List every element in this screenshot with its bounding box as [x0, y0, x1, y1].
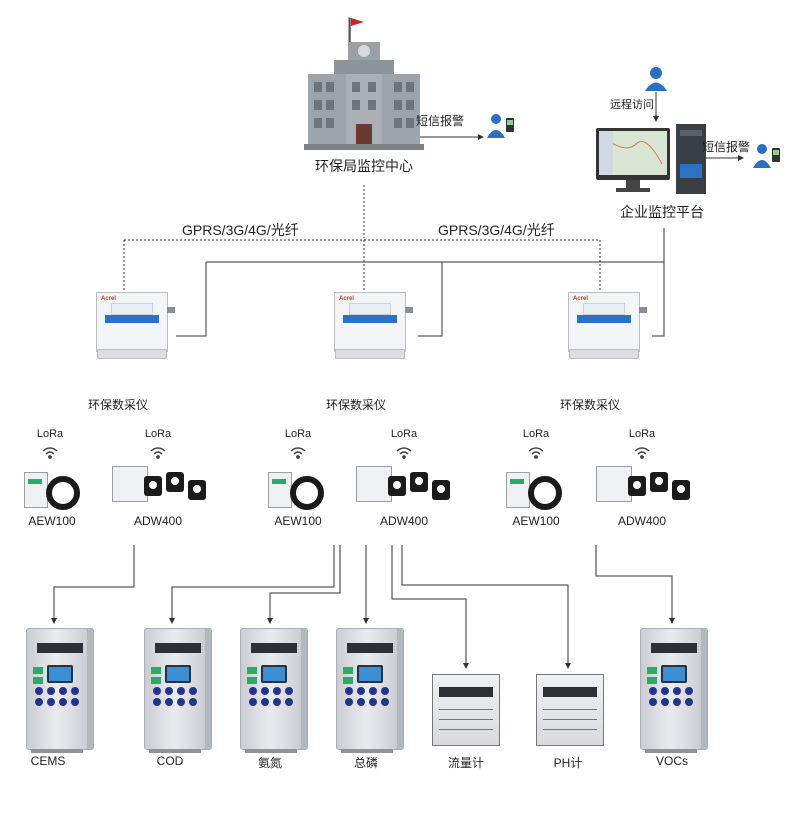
solid-network-line: [176, 228, 665, 337]
adw400-meter: [112, 466, 148, 502]
ct-sensor: [650, 472, 668, 492]
data-collector-device: Acrel: [568, 292, 647, 359]
device-label: 总磷: [353, 756, 379, 770]
dotted-network-line: [123, 185, 601, 290]
adw400-meter: [596, 466, 632, 502]
wifi-icon: [528, 447, 544, 459]
epb-building-icon: [304, 17, 424, 150]
vocs-cabinet: [640, 628, 708, 753]
person-phone-icon: [487, 114, 514, 138]
ct-sensor: [388, 476, 406, 496]
ct-ring: [290, 476, 324, 510]
wifi-icons: [42, 447, 650, 459]
device-label: VOCs: [655, 754, 689, 768]
ammonia-nitrogen-cabinet: [240, 628, 308, 753]
sms-alarm-label: 短信报警: [702, 140, 751, 154]
network-label: GPRS/3G/4G/光纤: [438, 222, 555, 238]
data-collector-device: Acrel: [96, 292, 175, 359]
wifi-icon: [396, 447, 412, 459]
device-label: 流量计: [447, 756, 485, 770]
ct-sensor: [166, 472, 184, 492]
collector-label: 环保数采仪: [87, 398, 149, 412]
ct-ring: [528, 476, 562, 510]
ct-sensor: [628, 476, 646, 496]
device-label: COD: [156, 754, 184, 768]
wifi-icon: [150, 447, 166, 459]
enterprise-platform-label: 企业监控平台: [620, 204, 704, 220]
lora-label: LoRa: [628, 428, 656, 440]
cod-cabinet: [144, 628, 212, 753]
wifi-icon: [42, 447, 58, 459]
meter-label: ADW400: [617, 514, 667, 528]
cems-cabinet: [26, 628, 94, 753]
wifi-icon: [290, 447, 306, 459]
remote-access-label: 远程访问: [610, 99, 654, 111]
aew100-meter: [268, 472, 292, 508]
flow-meter-box: [432, 674, 500, 746]
lora-label: LoRa: [522, 428, 550, 440]
aew100-meter: [506, 472, 530, 508]
ct-sensor: [432, 480, 450, 500]
device-label: PH计: [553, 756, 583, 770]
collector-label: 环保数采仪: [325, 398, 387, 412]
remote-user-icon: [645, 67, 667, 91]
device-label: 氨氮: [257, 756, 283, 770]
ph-meter-box: [536, 674, 604, 746]
lora-label: LoRa: [390, 428, 418, 440]
sms-alarm-label: 短信报警: [416, 114, 465, 128]
meter-label: AEW100: [28, 514, 76, 528]
meter-label: AEW100: [512, 514, 560, 528]
ct-sensor: [188, 480, 206, 500]
collector-label: 环保数采仪: [559, 398, 621, 412]
data-collector-device: Acrel: [334, 292, 413, 359]
computer-monitor-icon: [596, 124, 706, 194]
lora-label: LoRa: [36, 428, 64, 440]
wifi-icon: [634, 447, 650, 459]
adw400-meter: [356, 466, 392, 502]
meter-label: ADW400: [379, 514, 429, 528]
total-phosphorus-cabinet: [336, 628, 404, 753]
aew100-meter: [24, 472, 48, 508]
ct-ring: [46, 476, 80, 510]
ct-sensor: [144, 476, 162, 496]
network-label: GPRS/3G/4G/光纤: [182, 222, 299, 238]
lora-label: LoRa: [284, 428, 312, 440]
epb-center-label: 环保局监控中心: [315, 158, 413, 174]
meter-label: ADW400: [133, 514, 183, 528]
ct-sensor: [672, 480, 690, 500]
person-phone-icon: [753, 144, 780, 168]
meter-label: AEW100: [274, 514, 322, 528]
device-label: CEMS: [30, 754, 66, 768]
lora-label: LoRa: [144, 428, 172, 440]
ct-sensor: [410, 472, 428, 492]
